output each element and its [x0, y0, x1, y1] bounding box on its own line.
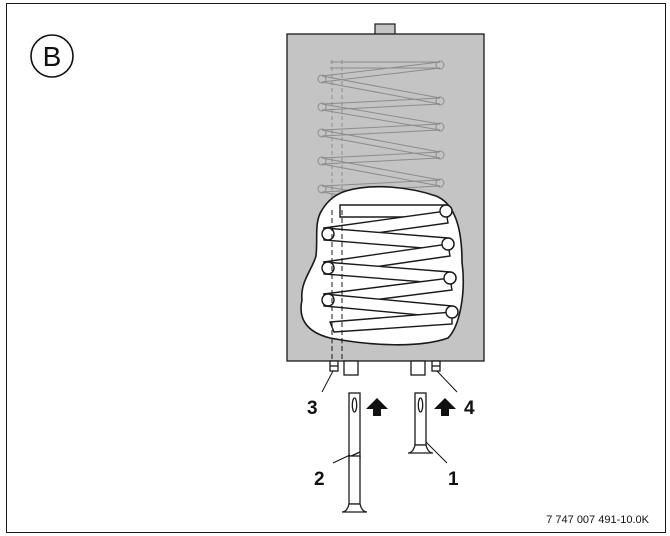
document-code: 7 747 007 491-10.0K: [546, 514, 649, 526]
callout-3: 3: [307, 398, 318, 419]
figure-id-marker: B: [30, 34, 74, 78]
pipe-2: [341, 392, 368, 513]
figure-id-label: B: [43, 41, 62, 72]
callout-1: 1: [448, 469, 459, 490]
flow-arrow-up-icon: [366, 398, 388, 416]
flow-arrows: [366, 398, 456, 416]
heat-exchanger-coil: [321, 204, 459, 333]
connection-2-outlet: [343, 360, 359, 376]
callout-4: 4: [464, 398, 475, 419]
connection-1-inlet: [410, 360, 426, 376]
leader-lines: [321, 370, 458, 464]
tank: [286, 23, 485, 362]
internal-pipes: [331, 210, 343, 360]
flow-arrow-up-icon: [434, 398, 456, 416]
pipe-1: [407, 392, 434, 454]
figure-id-circle: [30, 34, 74, 78]
tank-connections: [329, 360, 441, 376]
callout-2: 2: [314, 469, 325, 490]
